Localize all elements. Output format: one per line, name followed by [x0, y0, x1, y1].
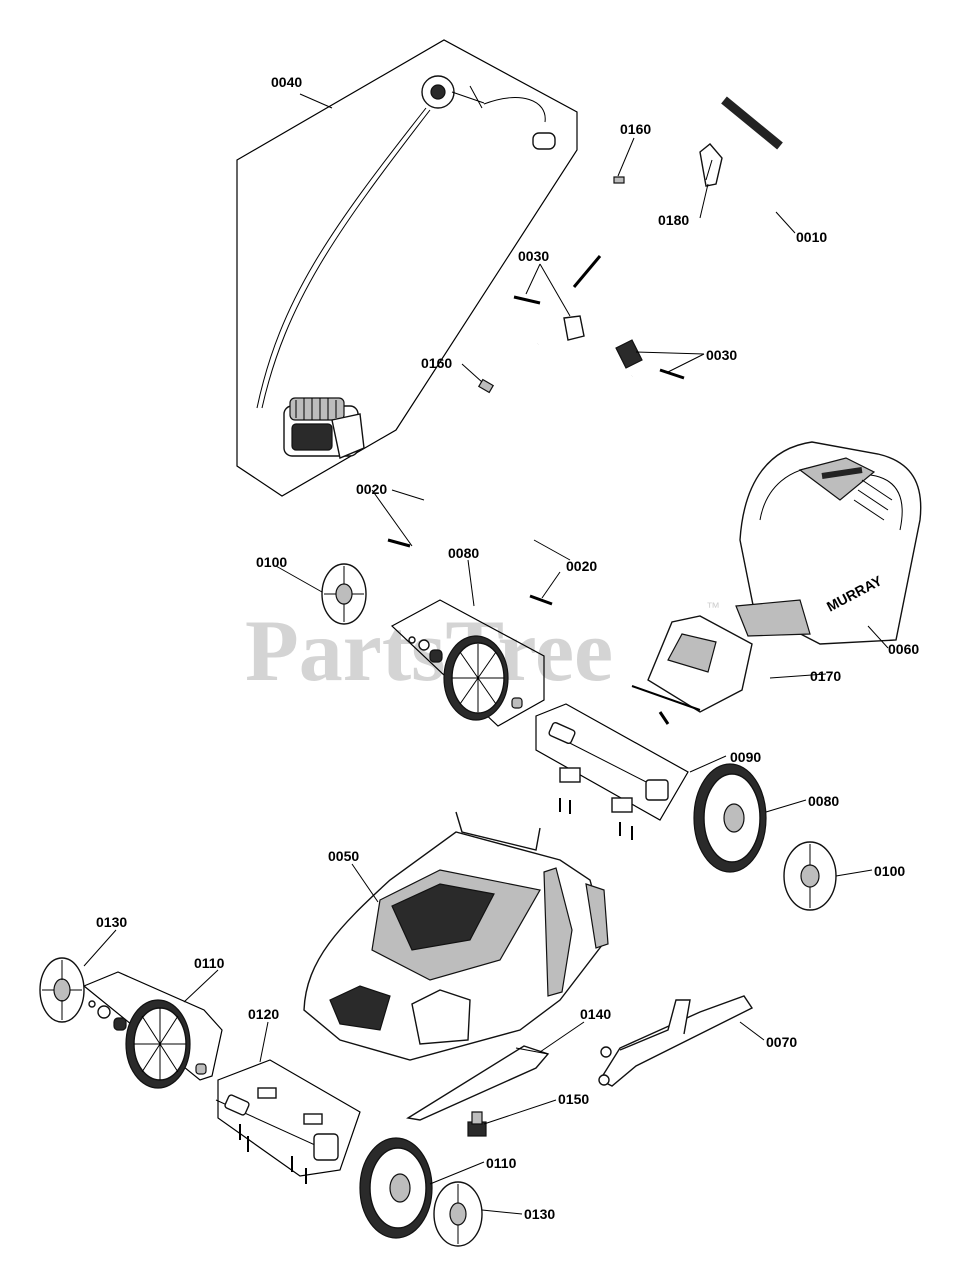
part-0100-hubcap-rear-left[interactable] — [321, 563, 367, 625]
part-0030-knob-left[interactable] — [563, 315, 585, 341]
part-0160-bushing-upper[interactable] — [613, 176, 625, 184]
motor-group-outline — [236, 39, 578, 497]
part-0020-bolt-right[interactable] — [529, 594, 553, 606]
callout-0170[interactable]: 0170 — [810, 668, 841, 684]
callout-0080-rear-right[interactable]: 0080 — [808, 793, 839, 809]
trademark-mark: ™ — [706, 599, 720, 615]
callout-0030-left[interactable]: 0030 — [518, 248, 549, 264]
part-0140-blade[interactable] — [406, 1045, 550, 1121]
callout-0090[interactable]: 0090 — [730, 749, 761, 765]
callout-0060[interactable]: 0060 — [888, 641, 919, 657]
callout-0040[interactable]: 0040 — [271, 74, 302, 90]
part-0050-mower-deck[interactable] — [303, 811, 609, 1061]
part-0060-grass-bag[interactable]: MURRAY — [735, 441, 922, 645]
part-0040-motor-assembly[interactable] — [256, 75, 556, 459]
part-0020-lower-handle-right[interactable] — [512, 374, 635, 594]
callout-0150[interactable]: 0150 — [558, 1091, 589, 1107]
part-0010-upper-handle[interactable] — [572, 87, 798, 344]
callout-0080-rear-left[interactable]: 0080 — [448, 545, 479, 561]
callout-0020-right[interactable]: 0020 — [566, 558, 597, 574]
part-0090-axle-assembly[interactable] — [548, 721, 669, 840]
callout-0140[interactable]: 0140 — [580, 1006, 611, 1022]
part-0030-knob-right[interactable] — [615, 339, 643, 369]
callout-0130-left[interactable]: 0130 — [96, 914, 127, 930]
part-0080-wheel-rear-right[interactable] — [693, 763, 767, 873]
part-0130-hubcap-front-left[interactable] — [39, 957, 85, 1023]
part-0030-bolt-right[interactable] — [659, 368, 685, 380]
part-0150-blade-bolt[interactable] — [467, 1111, 487, 1137]
part-0160-bushing-lower[interactable] — [477, 378, 495, 394]
part-0110-wheel-front-left[interactable] — [125, 999, 191, 1089]
part-0170-rear-flap[interactable] — [631, 615, 753, 725]
callout-0100-right[interactable]: 0100 — [874, 863, 905, 879]
axle-group-outline — [535, 703, 689, 821]
callout-0100-left[interactable]: 0100 — [256, 554, 287, 570]
callout-0020-left[interactable]: 0020 — [356, 481, 387, 497]
callout-0030-right[interactable]: 0030 — [706, 347, 737, 363]
callout-0160-lower[interactable]: 0160 — [421, 355, 452, 371]
callout-0050[interactable]: 0050 — [328, 848, 359, 864]
callout-0070[interactable]: 0070 — [766, 1034, 797, 1050]
part-0120-front-axle-assembly[interactable] — [215, 1087, 339, 1184]
part-0020-bolt-left[interactable] — [387, 538, 411, 548]
part-0110-wheel-front-right[interactable] — [359, 1137, 433, 1239]
part-0130-hubcap-front-right[interactable] — [433, 1181, 483, 1247]
callout-0110-right[interactable]: 0110 — [486, 1155, 517, 1171]
callout-0180[interactable]: 0180 — [658, 212, 689, 228]
callout-0130-right[interactable]: 0130 — [524, 1206, 555, 1222]
part-0100-hubcap-rear-right[interactable] — [783, 841, 837, 911]
callout-0010[interactable]: 0010 — [796, 229, 827, 245]
callout-0110-left[interactable]: 0110 — [194, 955, 225, 971]
callout-labels: 0040 0160 0180 0010 0030 0030 0160 0020 … — [96, 74, 919, 1222]
callout-0160-upper[interactable]: 0160 — [620, 121, 651, 137]
watermark: PartsTree — [245, 603, 613, 700]
callout-0120[interactable]: 0120 — [248, 1006, 279, 1022]
leader-lines — [83, 93, 889, 1215]
part-0180-cable-clip[interactable] — [699, 143, 723, 187]
part-0020-lower-handle-left[interactable] — [420, 342, 541, 560]
part-0030-bolt-left[interactable] — [513, 295, 541, 305]
front-axle-group-outline — [217, 1059, 361, 1177]
part-0070-height-lever[interactable] — [598, 995, 754, 1087]
part-0080-wheel-rear-left[interactable] — [443, 635, 509, 721]
wheel-group-outline-front — [82, 971, 223, 1081]
